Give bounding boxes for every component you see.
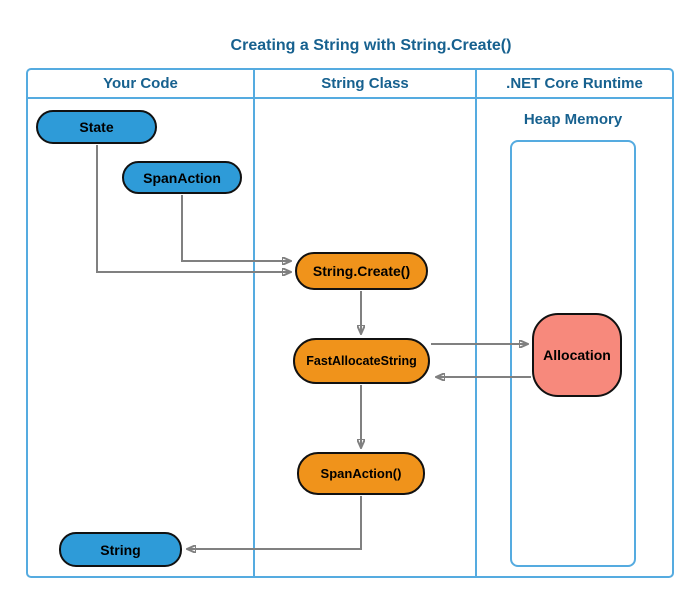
lane-header-net-core-runtime: .NET Core Runtime	[477, 70, 672, 99]
node-string-result: String	[59, 532, 182, 567]
node-span-action-call: SpanAction()	[297, 452, 425, 495]
lane-string-class: String Class	[255, 70, 477, 576]
node-string-create: String.Create()	[295, 252, 428, 290]
node-span-action-call-label: SpanAction()	[320, 466, 402, 481]
lane-net-core-runtime: .NET Core Runtime	[477, 70, 672, 576]
lane-header-your-code: Your Code	[28, 70, 253, 99]
node-string-result-label: String	[100, 541, 141, 558]
node-string-create-label: String.Create()	[312, 263, 411, 279]
node-allocation-label: Allocation	[543, 347, 611, 363]
node-fast-allocate-string-label: FastAllocateString	[306, 354, 417, 368]
node-state: State	[36, 110, 157, 144]
lane-your-code: Your Code	[28, 70, 255, 576]
diagram-title: Creating a String with String.Create()	[230, 37, 512, 54]
lane-header-string-class: String Class	[255, 70, 475, 99]
node-span-action: SpanAction	[122, 161, 242, 194]
swimlane-table: Your Code String Class .NET Core Runtime	[26, 68, 674, 578]
node-fast-allocate-string: FastAllocateString	[293, 338, 430, 384]
node-allocation: Allocation	[532, 313, 622, 397]
heap-memory-label: Heap Memory	[523, 111, 623, 128]
node-state-label: State	[79, 119, 114, 135]
node-span-action-label: SpanAction	[143, 169, 221, 186]
